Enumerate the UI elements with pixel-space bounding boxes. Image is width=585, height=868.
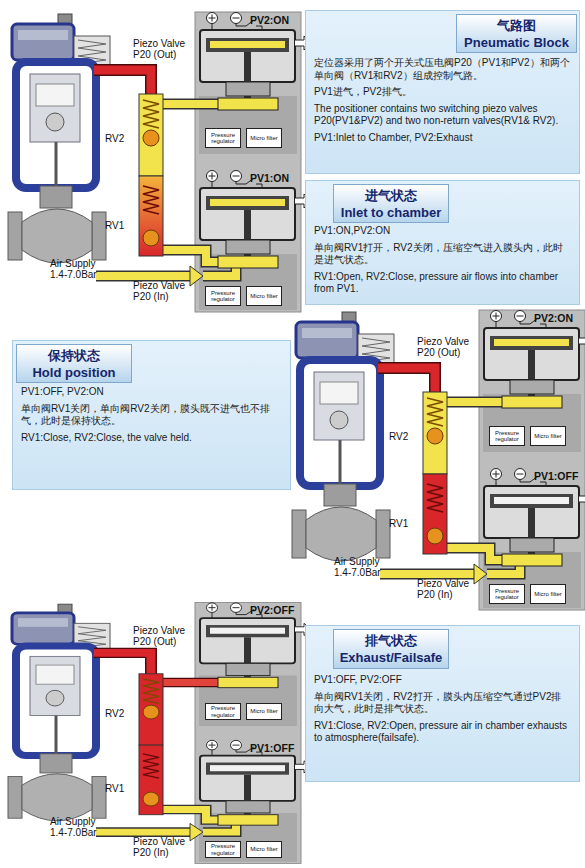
node-text: Pressure regulator — [206, 132, 240, 145]
component-box: Pressure regulator — [205, 841, 241, 858]
component-box: Pressure regulator — [205, 286, 241, 306]
node-text: Micro filter — [250, 846, 278, 853]
node-text: RV1:Open, RV2:Close, pressure air flows … — [314, 271, 571, 296]
component-box: Micro filter — [246, 286, 282, 306]
inlet-state-illustration — [161, 100, 220, 108]
part-label: PV2:ON — [534, 313, 584, 324]
component-box: Micro filter — [246, 841, 282, 858]
info-panel: PV1:OFF, PV2:ON 单向阀RV1关闭，单向阀RV2关闭，膜头既不进气也… — [12, 340, 291, 490]
node-text: 排气状态 — [334, 632, 448, 649]
exhaust-state-illustration — [200, 603, 311, 688]
node-text: 单向阀RV1关闭，RV2打开，膜头内压缩空气通过PV2排向大气，此时是排气状态。 — [314, 691, 571, 716]
inlet-state-illustration — [8, 12, 311, 312]
node-text: 保持状态 — [17, 347, 131, 364]
inlet-state-illustration — [200, 171, 311, 269]
exhaust-state-illustration — [161, 679, 220, 686]
inlet-state-illustration — [161, 99, 220, 110]
part-label: RV1 — [389, 518, 419, 529]
node-text: 定位器采用了两个开关式压电阀P20（PV1和PV2）和两个单向阀（RV1和RV2… — [314, 57, 571, 82]
part-label: RV1 — [105, 783, 135, 794]
node-text: Exhaust/Failsafe — [334, 649, 448, 666]
part-label: RV2 — [389, 431, 419, 442]
node-text: Pressure regulator — [490, 588, 524, 601]
component-box: Pressure regulator — [205, 703, 241, 720]
node-text: 气路图 — [457, 17, 576, 34]
node-text: Inlet to chamber — [334, 204, 448, 221]
hold-state-illustration — [484, 311, 585, 409]
node-text: PV1:OFF, PV2:OFF — [314, 674, 571, 687]
node-text: Hold position — [17, 364, 131, 381]
part-label: Piezo Valve P20 (Out) — [417, 336, 477, 358]
node-text: Micro filter — [250, 135, 278, 142]
node-text: PV1进气，PV2排气。 — [314, 86, 571, 99]
exhaust-state-illustration — [143, 679, 159, 806]
hold-state-illustration — [292, 310, 585, 610]
node-text: 单向阀RV1关闭，单向阀RV2关闭，膜头既不进气也不排气，此时是保持状态。 — [21, 403, 282, 428]
component-box: Micro filter — [530, 426, 566, 446]
hold-state-illustration — [445, 397, 504, 408]
node-text: Pressure regulator — [206, 843, 240, 856]
info-panel: PV1:ON,PV2:ON 单向阀RV1打开，RV2关闭，压缩空气进入膜头内，此时… — [305, 180, 580, 305]
node-text: Pressure regulator — [490, 430, 524, 443]
part-label: Air Supply 1.4-7.0Bar — [50, 816, 102, 838]
node-text: Pressure regulator — [206, 290, 240, 303]
component-box: Micro filter — [246, 703, 282, 720]
panel-heading: 气路图Pneumatic Block — [456, 14, 577, 53]
component-box: Micro filter — [246, 128, 282, 148]
node-text: RV1:Close, RV2:Open, pressure air in cha… — [314, 720, 571, 745]
component-box: Pressure regulator — [489, 584, 525, 604]
node-text: PV1:Inlet to Chamber, PV2:Exhaust — [314, 132, 571, 145]
node-text: Pressure regulator — [206, 705, 240, 718]
hold-state-illustration — [484, 469, 585, 567]
node-text: Micro filter — [534, 591, 562, 598]
component-box: Micro filter — [530, 584, 566, 604]
component-box: Pressure regulator — [489, 426, 525, 446]
node-text: The positioner contains two switching pi… — [314, 103, 571, 128]
node-text: 单向阀RV1打开，RV2关闭，压缩空气进入膜头内，此时是进气状态。 — [314, 242, 571, 267]
hold-state-illustration — [445, 398, 504, 406]
part-label: RV2 — [105, 708, 135, 719]
exhaust-state-illustration — [200, 740, 311, 825]
part-label: Piezo Valve P20 (In) — [133, 280, 193, 302]
info-panel: 定位器采用了两个开关式压电阀P20（PV1和PV2）和两个单向阀（RV1和RV2… — [305, 10, 580, 174]
node-text: Micro filter — [250, 708, 278, 715]
hold-state-illustration — [427, 398, 443, 544]
part-label: Piezo Valve P20 (In) — [133, 836, 193, 858]
node-text: 进气状态 — [334, 187, 448, 204]
node-text: Micro filter — [534, 433, 562, 440]
panel-heading: 排气状态Exhaust/Failsafe — [333, 629, 449, 669]
node-text: PV1:OFF, PV2:ON — [21, 386, 282, 399]
component-box: Pressure regulator — [205, 128, 241, 148]
part-label: RV2 — [105, 133, 135, 144]
part-label: PV2:ON — [250, 15, 300, 26]
part-label: PV2:OFF — [250, 605, 300, 616]
part-label: Air Supply 1.4-7.0Bar — [50, 258, 102, 280]
inlet-state-illustration — [143, 100, 159, 246]
panel-heading: 进气状态Inlet to chamber — [333, 184, 449, 223]
part-label: Piezo Valve P20 (Out) — [133, 38, 193, 60]
node-text: PV1:ON,PV2:ON — [314, 225, 571, 238]
exhaust-state-illustration — [161, 678, 220, 688]
part-label: Air Supply 1.4-7.0Bar — [334, 556, 386, 578]
part-label: PV1:ON — [250, 173, 300, 184]
part-label: RV1 — [105, 220, 135, 231]
part-label: Piezo Valve P20 (Out) — [133, 625, 193, 647]
part-label: PV1:OFF — [534, 471, 584, 482]
node-text: RV1:Close, RV2:Close, the valve held. — [21, 432, 282, 445]
inlet-state-illustration — [200, 13, 311, 111]
info-panel: PV1:OFF, PV2:OFF 单向阀RV1关闭，RV2打开，膜头内压缩空气通过… — [305, 625, 580, 782]
panel-heading: 保持状态Hold position — [16, 344, 132, 383]
part-label: Piezo Valve P20 (In) — [417, 578, 477, 600]
part-label: PV1:OFF — [250, 743, 300, 754]
exhaust-state-illustration — [8, 602, 311, 863]
node-text: Micro filter — [250, 293, 278, 300]
node-text: Pneumatic Block — [457, 34, 576, 51]
